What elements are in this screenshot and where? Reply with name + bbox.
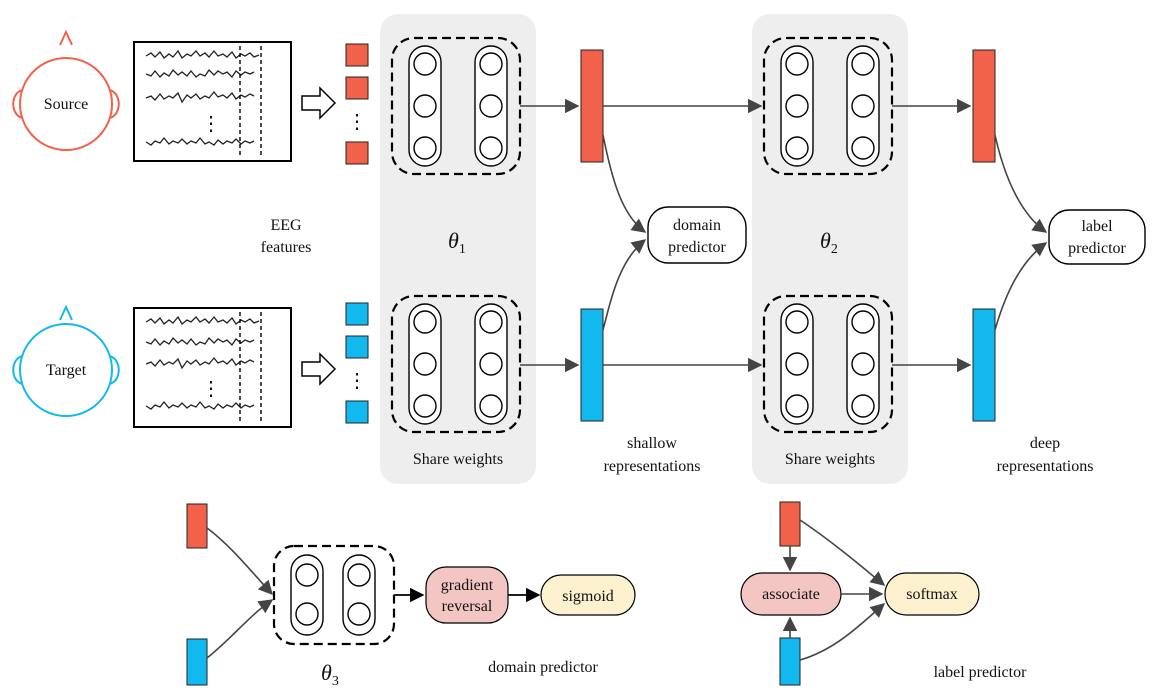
deep-representation-target bbox=[972, 308, 996, 422]
label-predictor-line1: label bbox=[1081, 218, 1113, 235]
softmax-node bbox=[884, 572, 980, 616]
shallow-representation-target bbox=[580, 308, 604, 422]
source-label: Source bbox=[44, 96, 88, 113]
eeg-ellipsis-source: ⋮ bbox=[201, 113, 221, 135]
eeg-features-line2: features bbox=[261, 239, 312, 256]
connection-arrows bbox=[520, 98, 1048, 373]
target-head-icon bbox=[12, 304, 120, 417]
shallow-representations-line2: representations bbox=[604, 458, 701, 475]
lp-source-bar bbox=[779, 501, 801, 547]
hollow-arrow-source bbox=[301, 86, 337, 120]
shallow-representations-line1: shallow bbox=[627, 435, 677, 452]
network-block-theta2-target bbox=[762, 294, 894, 434]
shallow-representation-source bbox=[580, 49, 604, 163]
domain-predictor-line1: domain bbox=[673, 217, 721, 234]
hollow-arrow-target bbox=[301, 352, 337, 386]
source-head-icon bbox=[12, 29, 120, 151]
feature-vector-source bbox=[345, 43, 369, 165]
sigmoid-node bbox=[540, 574, 636, 616]
share-weights-label-1: Share weights bbox=[413, 451, 503, 468]
label-predictor-line2: predictor bbox=[1068, 240, 1126, 257]
network-block-theta3 bbox=[272, 544, 396, 646]
theta1-label: θ1 bbox=[448, 228, 466, 257]
feature-vector-target bbox=[345, 302, 369, 424]
theta2-label: θ2 bbox=[820, 228, 838, 257]
label-predictor-node bbox=[1048, 209, 1146, 265]
eeg-ellipsis-target: ⋮ bbox=[201, 378, 221, 400]
associate-label: associate bbox=[762, 586, 820, 603]
lp-target-bar bbox=[779, 637, 801, 686]
label-predictor-caption: label predictor bbox=[934, 664, 1028, 681]
eeg-signal-box-source bbox=[133, 41, 292, 162]
domain-predictor-caption: domain predictor bbox=[488, 659, 598, 676]
domain-predictor-line2: predictor bbox=[668, 239, 726, 256]
network-block-theta1-target bbox=[390, 294, 522, 434]
dp-arrow-source bbox=[206, 527, 273, 596]
deep-representation-source bbox=[972, 49, 996, 163]
feature-ellipsis-source: ⋮ bbox=[347, 111, 367, 133]
deep-representations-line2: representations bbox=[997, 458, 1094, 475]
theta3-label: θ3 bbox=[321, 660, 339, 689]
sigmoid-label: sigmoid bbox=[562, 588, 614, 605]
network-block-theta2-source bbox=[762, 36, 894, 176]
lp-arrow-target-to-softmax bbox=[799, 603, 886, 661]
gradient-reversal-line1: gradient bbox=[441, 577, 494, 594]
eeg-signal-box-target bbox=[133, 307, 292, 428]
softmax-label: softmax bbox=[906, 586, 958, 603]
eeg-features-line1: EEG bbox=[270, 217, 302, 234]
target-label: Target bbox=[46, 362, 87, 379]
feature-ellipsis-target: ⋮ bbox=[347, 370, 367, 392]
gradient-reversal-line2: reversal bbox=[442, 598, 493, 615]
domain-predictor-node bbox=[647, 206, 747, 264]
dp-arrow-target bbox=[206, 599, 274, 659]
deep-representations-line1: deep bbox=[1030, 435, 1060, 452]
share-weights-label-2: Share weights bbox=[785, 451, 875, 468]
dp-target-bar bbox=[186, 638, 208, 686]
dp-source-bar bbox=[186, 503, 208, 549]
lp-arrow-source-to-softmax bbox=[799, 519, 886, 586]
network-block-theta1-source bbox=[390, 36, 522, 176]
